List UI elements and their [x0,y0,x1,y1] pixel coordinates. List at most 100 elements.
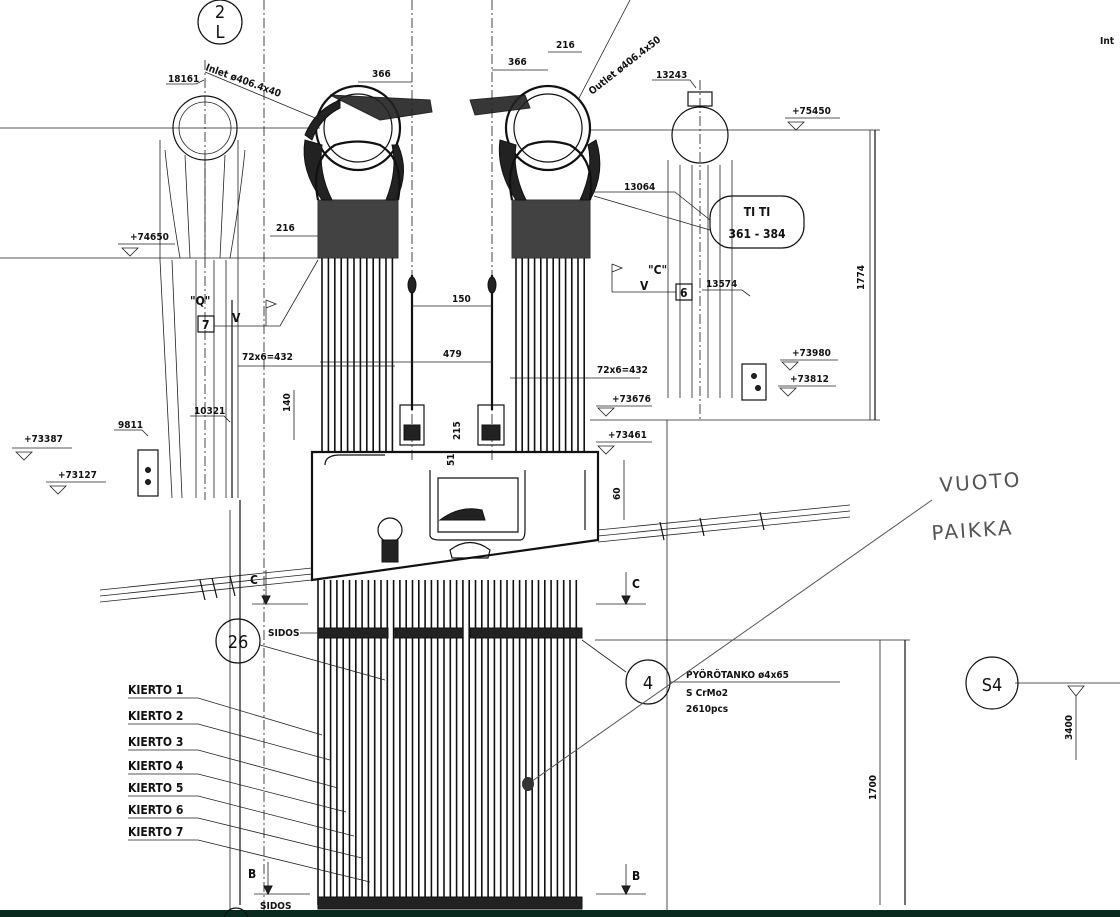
kierto-label: KIERTO 7 [128,825,183,839]
ref-18161: 18161 [166,74,205,85]
handwritten-line-2: PAIKKA [931,515,1014,545]
support-structure [231,130,910,905]
kierto-label: KIERTO 1 [128,683,183,697]
ref-13574-text: 13574 [706,279,737,290]
insulation-hatch [99,504,851,603]
dim-3400-text: 3400 [1064,715,1075,740]
dim-60-text: 60 [612,487,623,500]
dim-216-top: 216 [548,40,582,53]
sidos-bottom-label: SIDOS [223,901,291,917]
kierto-label: KIERTO 6 [128,803,183,817]
side-header-right [667,91,733,398]
dim-1774: 1774 [856,130,871,420]
handwritten-line-1: VUOTO [939,467,1023,497]
instrument-ti-top: TI TI [744,205,771,219]
dim-150: 150 [412,294,492,307]
dim-366-left-text: 366 [372,69,391,80]
dim-140-text: 140 [282,393,293,412]
instrument-ti-tag: TI TI 361 - 384 [709,195,805,249]
inlet-label: Inlet ø406.4x40 [204,62,282,99]
section-b-left: B [248,862,310,896]
ref-2L: 2 L [197,0,243,45]
weld-c-letter: "C" [648,263,667,277]
elev-73980: +73980 [780,348,838,371]
ref-4: 4 [581,639,840,705]
elev-73676: +73676 [596,394,652,417]
section-b-right: B [596,864,646,896]
left-riser-tubes [159,140,239,499]
sidos-top-text: SIDOS [268,628,299,639]
ref-18161-text: 18161 [168,74,199,85]
section-s4-text: S4 [982,675,1003,696]
section-c-right-text: C [632,577,640,591]
ref-13243: 13243 [652,70,697,89]
sidos-bands [317,627,583,910]
tube-bundle-upper-right [515,258,586,452]
spacing-left: 72x6=432 [238,352,395,367]
right-outlet-header [469,84,601,259]
weld-mark-q: "Q" 7 V [190,259,319,333]
material-grade: S CrMo2 [686,688,728,699]
section-c-left: C [250,570,308,606]
dim-216-left-text: 216 [276,223,295,234]
ref-13243-text: 13243 [656,70,687,81]
dim-150-text: 150 [452,294,471,305]
outlet-label-group: Outlet ø406.4x50 [577,0,663,101]
ref-4-text: 4 [643,673,653,694]
weld-q-num: 7 [202,318,210,332]
weld-c-v: V [640,279,649,293]
ref-10321-text: 10321 [194,406,225,417]
elev-74650: +74650 [118,232,175,257]
elev-73980-text: +73980 [792,348,831,359]
instrument-ti-bottom: 361 - 384 [728,227,786,241]
kierto-label: KIERTO 5 [128,781,183,795]
weld-mark-c: "C" V 6 [611,263,693,301]
ref-26-text: 26 [228,632,249,653]
dim-51-text: 51 [446,453,457,466]
dim-479-text: 479 [443,349,462,360]
section-s4: S4 3400 [965,656,1085,760]
elev-75450-text: +75450 [792,106,831,117]
dim-479: 479 [320,349,492,363]
sidos-top-label: SIDOS [268,628,318,639]
bottom-edge-band [0,910,1120,917]
material-qty: 2610pcs [686,704,728,715]
material-name: PYÖRÖTANKO ø4x65 [686,667,789,681]
elev-75450: +75450 [785,106,840,131]
casing-box [310,450,600,582]
elev-73812-text: +73812 [790,374,829,385]
dim-216-top-text: 216 [556,40,575,51]
elev-73461: +73461 [596,430,652,455]
tube-bundle-upper-left [321,258,394,452]
section-c-right: C [596,572,646,606]
dim-51: 51 [446,453,457,466]
weld-c-num: 6 [680,286,688,300]
edge-text: Int [1100,36,1115,47]
handwritten-note: VUOTO PAIKKA [522,467,1022,791]
section-b-right-text: B [632,869,640,883]
elev-73127-text: +73127 [58,470,97,481]
kierto-label: KIERTO 2 [128,709,183,723]
ref-13574: 13574 [702,279,751,297]
ref-9811: 9811 [114,420,149,437]
spacing-right-text: 72x6=432 [597,365,648,376]
dim-366-right-text: 366 [508,57,527,68]
elev-73461-text: +73461 [608,430,647,441]
weld-q-v: V [232,311,241,325]
dim-1774-text: 1774 [856,265,867,290]
material-spec: PYÖRÖTANKO ø4x65 S CrMo2 2610pcs [686,667,789,715]
inlet-label-group: Inlet ø406.4x40 [204,62,321,121]
leak-marker [522,777,534,791]
ref-26: 26 [215,618,386,681]
dim-366-left: 366 [358,69,412,83]
ref-2L-bottom: L [215,22,224,43]
weld-q-letter: "Q" [190,294,210,308]
kierto-label: KIERTO 4 [128,759,184,773]
elev-73812: +73812 [741,363,836,401]
dim-60: 60 [612,460,625,520]
kierto-label: KIERTO 3 [128,735,183,749]
spacing-left-text: 72x6=432 [242,352,293,363]
ref-9811-text: 9811 [118,420,143,431]
